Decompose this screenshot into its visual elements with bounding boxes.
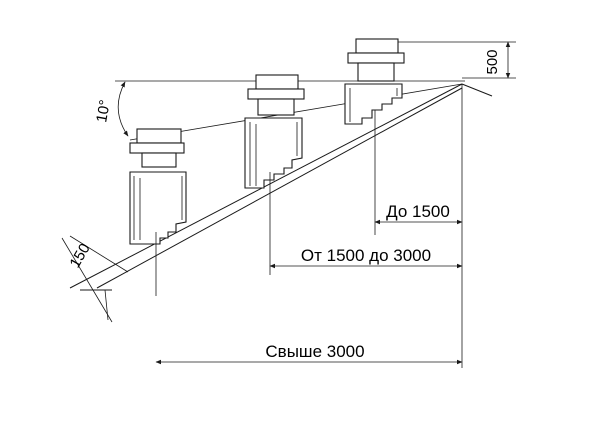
offset-dimension: 150	[61, 235, 129, 323]
dimension-long: Свыше 3000	[155, 342, 463, 365]
offset-label: 150	[66, 241, 93, 271]
dimension-long-label: Свыше 3000	[265, 342, 364, 361]
dimension-mid: От 1500 до 3000	[269, 246, 463, 269]
angle-label: 10°	[93, 99, 114, 124]
chimney-near	[344, 38, 405, 235]
height-dimension: 500	[395, 41, 516, 79]
roof-slope	[69, 83, 493, 291]
dimension-short: До 1500	[374, 202, 463, 225]
chimney-far	[129, 128, 187, 296]
chimney-mid	[244, 74, 305, 275]
dimension-short-label: До 1500	[386, 202, 450, 221]
angle-annotation: 10°	[93, 81, 129, 137]
dimension-mid-label: От 1500 до 3000	[301, 246, 431, 265]
height-label: 500	[484, 49, 501, 74]
ten-degree-line	[129, 83, 463, 141]
